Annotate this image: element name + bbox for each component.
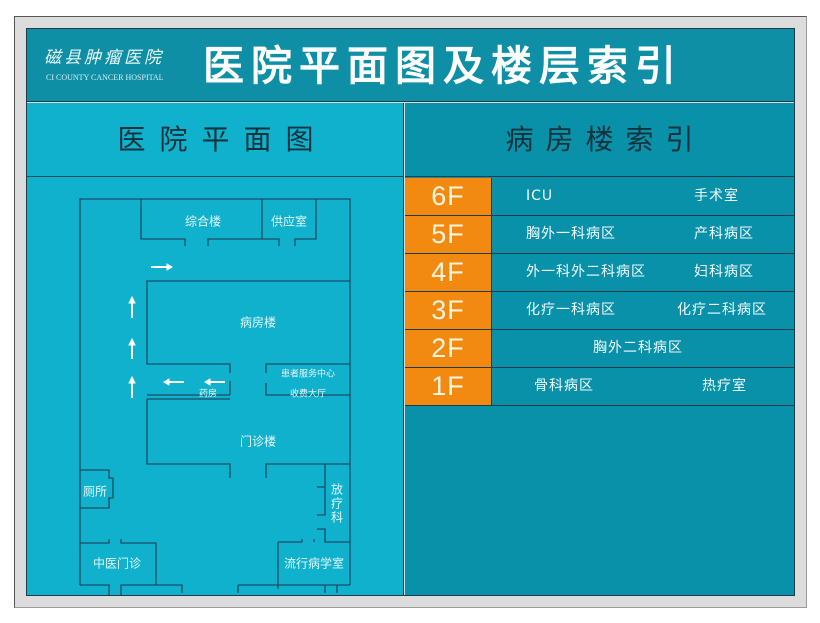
hospital-logo-english: CI COUNTY CANCER HOSPITAL: [46, 73, 164, 82]
floor-row-2f: 2F 胸外二科病区: [405, 330, 794, 368]
room-toilet: 厕所: [82, 484, 108, 499]
page-title: 医院平面图及楼层索引: [203, 42, 683, 90]
floor-plan-map: 综合楼 供应室 病房楼 患者服务中心 药房 收费大厅 门诊楼 厕所 放疗科 中医…: [27, 103, 404, 595]
header: 磁县肿瘤医院 CI COUNTY CANCER HOSPITAL 医院平面图及楼…: [27, 29, 794, 102]
floor-index-panel: 病房楼索引 6F ICU 手术室 5F 胸外一科病区 产科病区 4F 外一科外二…: [405, 103, 794, 595]
floor-tag: 3F: [405, 292, 492, 329]
floor-dept-left: 骨科病区: [534, 378, 594, 394]
floor-dept-right: 妇科病区: [694, 264, 754, 280]
floor-plan-panel: 医院平面图: [27, 103, 404, 595]
floor-dept-center: 胸外二科病区: [593, 340, 683, 356]
floor-index-title: 病房楼索引: [405, 103, 794, 177]
room-patient-service-center: 患者服务中心: [280, 369, 336, 380]
room-outpatient-building: 门诊楼: [239, 434, 277, 449]
floor-dept-left: ICU: [526, 188, 554, 204]
floor-dept-left: 外一科外二科病区: [526, 264, 646, 280]
floor-dept-right: 化疗二科病区: [677, 302, 767, 318]
room-epidemiology: 流行病学室: [283, 556, 345, 571]
room-ward-building: 病房楼: [239, 315, 277, 330]
floor-row-1f: 1F 骨科病区 热疗室: [405, 368, 794, 406]
floor-tag: 2F: [405, 330, 492, 367]
room-payment-hall: 收费大厅: [289, 389, 327, 400]
room-pharmacy: 药房: [198, 389, 218, 400]
floor-dept-right: 产科病区: [694, 226, 754, 242]
directory-board: 磁县肿瘤医院 CI COUNTY CANCER HOSPITAL 医院平面图及楼…: [26, 28, 795, 596]
floor-tag: 6F: [405, 178, 492, 215]
floor-tag: 1F: [405, 368, 492, 405]
room-supply: 供应室: [270, 214, 308, 229]
room-radiotherapy: 放疗科: [329, 483, 344, 525]
floor-tag: 4F: [405, 254, 492, 291]
floor-plan-walls: [79, 198, 351, 595]
floor-row-6f: 6F ICU 手术室: [405, 178, 794, 216]
floor-dept-right: 手术室: [694, 188, 739, 204]
floor-row-3f: 3F 化疗一科病区 化疗二科病区: [405, 292, 794, 330]
room-tcm-clinic: 中医门诊: [92, 556, 142, 571]
floor-dept-left: 化疗一科病区: [526, 302, 616, 318]
hospital-logo-chinese: 磁县肿瘤医院: [44, 48, 164, 68]
floor-row-5f: 5F 胸外一科病区 产科病区: [405, 216, 794, 254]
floor-plan-title: 医院平面图: [27, 103, 404, 177]
room-comprehensive-building: 综合楼: [184, 214, 222, 229]
floor-tag: 5F: [405, 216, 492, 253]
floor-dept-left: 胸外一科病区: [526, 226, 616, 242]
floor-dept-right: 热疗室: [702, 378, 747, 394]
direction-arrows: [128, 263, 225, 398]
floor-row-4f: 4F 外一科外二科病区 妇科病区: [405, 254, 794, 292]
